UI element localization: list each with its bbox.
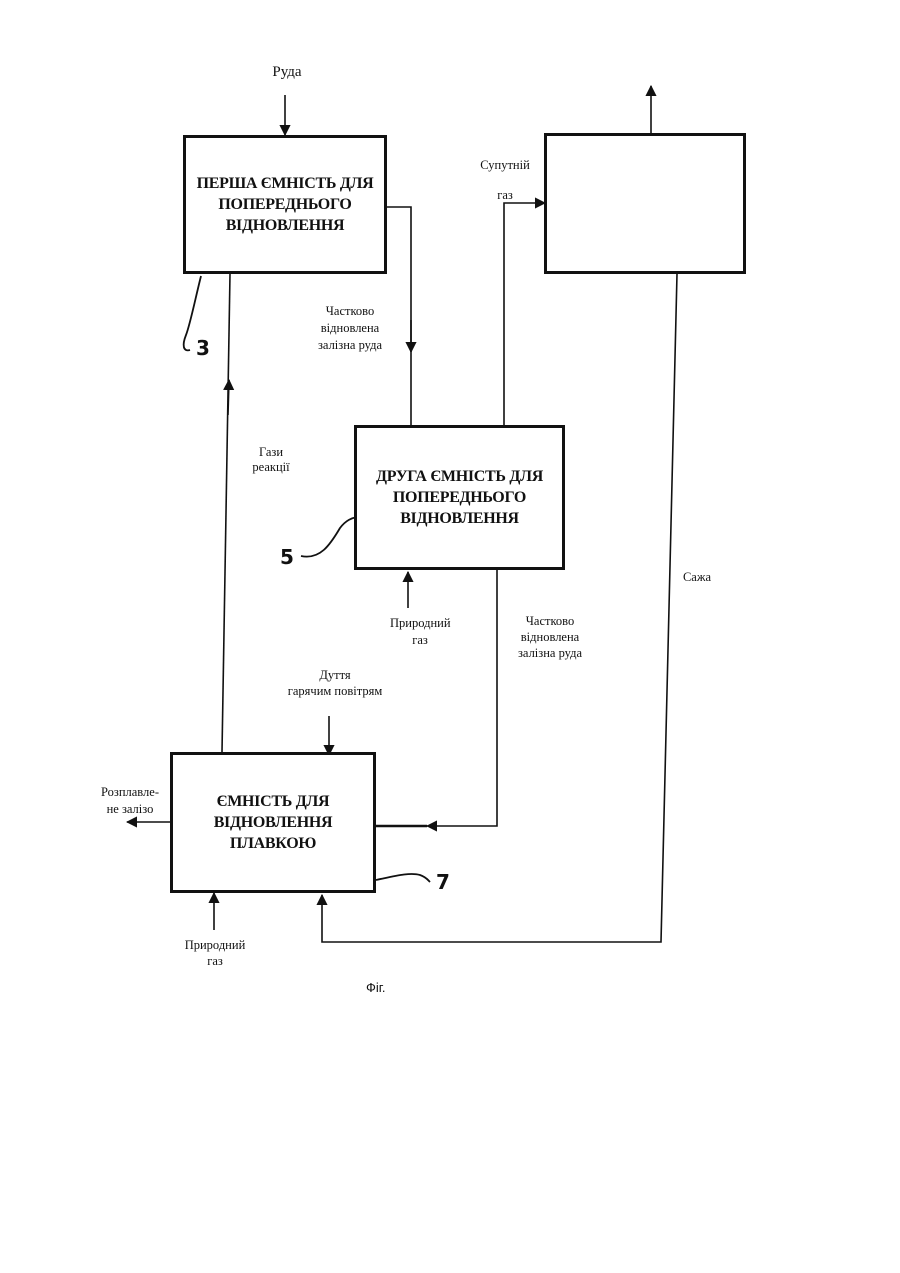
figure-caption: Фіг. — [366, 980, 386, 995]
associated-gas-line — [504, 203, 545, 425]
callout-7: 7 — [436, 870, 450, 894]
reaction-gases-arrow — [228, 380, 229, 415]
callout-5-leader — [301, 517, 357, 557]
second-prereduction-vessel: ДРУГА ЄМНІСТЬ ДЛЯ ПОПЕРЕДНЬОГО ВІДНОВЛЕН… — [354, 425, 565, 570]
reaction-gases-label: Гази реакції — [246, 445, 296, 475]
molten-iron-label: Розплавле- не залізо — [90, 784, 170, 818]
natural-gas-label-1: Природний газ — [390, 615, 450, 649]
natural-gas-label-2: Природний газ — [170, 937, 260, 969]
callout-7-leader — [376, 874, 430, 882]
first-prereduction-vessel: ПЕРША ЄМНІСТЬ ДЛЯ ПОПЕРЕДНЬОГО ВІДНОВЛЕН… — [183, 135, 387, 274]
callout-3: 3 — [196, 336, 210, 360]
smelter-vessel-label: ЄМНІСТЬ ДЛЯ ВІДНОВЛЕННЯ ПЛАВКОЮ — [214, 791, 333, 854]
second-vessel-label: ДРУГА ЄМНІСТЬ ДЛЯ ПОПЕРЕДНЬОГО ВІДНОВЛЕН… — [376, 466, 543, 529]
partial-ore-label-1: Частково відновлена залізна руда — [300, 303, 400, 354]
partial-ore-line-2 — [427, 570, 497, 826]
associated-gas-label: Супутній газ — [470, 150, 540, 210]
partial-ore-label-2: Частково відновлена залізна руда — [500, 613, 600, 661]
ore-label: Руда — [262, 65, 312, 80]
top-right-vessel — [544, 133, 746, 274]
first-vessel-label: ПЕРША ЄМНІСТЬ ДЛЯ ПОПЕРЕДНЬОГО ВІДНОВЛЕН… — [197, 173, 374, 236]
callout-5: 5 — [280, 545, 294, 569]
smelting-reduction-vessel: ЄМНІСТЬ ДЛЯ ВІДНОВЛЕННЯ ПЛАВКОЮ — [170, 752, 376, 893]
reaction-gases-line — [222, 274, 230, 752]
soot-label: Сажа — [672, 570, 722, 585]
hot-blast-label: Дуття гарячим повітрям — [270, 667, 400, 699]
